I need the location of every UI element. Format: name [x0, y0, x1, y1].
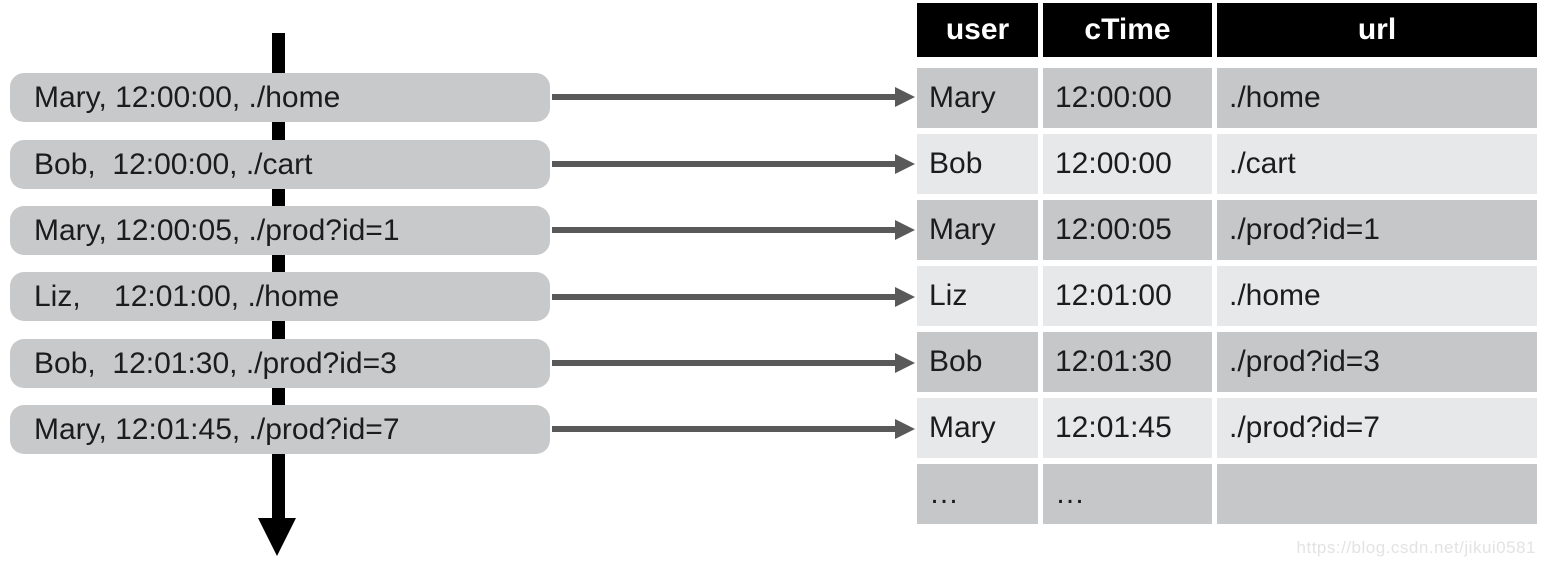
column-header-user: user — [917, 3, 1038, 57]
table-cell: … — [1043, 464, 1212, 524]
table-cell: 12:00:00 — [1043, 68, 1212, 128]
event-pill-label: Bob, 12:01:30, ./prod?id=3 — [34, 346, 397, 380]
table-cell: ./prod?id=7 — [1217, 398, 1537, 458]
arrow-right-icon — [552, 419, 915, 439]
timeline-arrowhead-icon — [258, 518, 296, 556]
table-cell: Mary — [917, 68, 1038, 128]
event-pill: Mary, 12:01:45, ./prod?id=7 — [10, 405, 550, 454]
event-pill-label: Mary, 12:00:00, ./home — [34, 80, 341, 114]
arrowhead-icon — [895, 87, 915, 107]
arrowhead-icon — [895, 154, 915, 174]
event-pill: Bob, 12:01:30, ./prod?id=3 — [10, 339, 550, 388]
arrowhead-icon — [895, 419, 915, 439]
table-cell: Bob — [917, 332, 1038, 392]
table-cell: Mary — [917, 398, 1038, 458]
arrow-right-icon — [552, 220, 915, 240]
event-pill-label: Liz, 12:01:00, ./home — [34, 279, 340, 313]
arrow-right-icon — [552, 353, 915, 373]
event-pill: Mary, 12:00:00, ./home — [10, 73, 550, 122]
arrow-line — [552, 227, 897, 233]
arrow-line — [552, 161, 897, 167]
events-table: user cTime url Mary 12:00:00 ./home Bob … — [917, 3, 1537, 524]
table-row: Bob 12:00:00 ./cart — [917, 134, 1537, 194]
column-header-url: url — [1217, 3, 1537, 57]
arrowhead-icon — [895, 287, 915, 307]
table-row: Mary 12:00:00 ./home — [917, 68, 1537, 128]
event-pill-label: Mary, 12:01:45, ./prod?id=7 — [34, 412, 400, 446]
table-row-ellipsis: … … — [917, 464, 1537, 524]
table-cell: ./cart — [1217, 134, 1537, 194]
arrow-right-icon — [552, 287, 915, 307]
table-row: Liz 12:01:00 ./home — [917, 266, 1537, 326]
table-cell: … — [917, 464, 1038, 524]
event-pill: Bob, 12:00:00, ./cart — [10, 140, 550, 189]
arrow-line — [552, 360, 897, 366]
arrow-line — [552, 294, 897, 300]
event-pill-label: Mary, 12:00:05, ./prod?id=1 — [34, 213, 400, 247]
table-cell: ./prod?id=1 — [1217, 200, 1537, 260]
table-row: Mary 12:00:05 ./prod?id=1 — [917, 200, 1537, 260]
table-cell: Mary — [917, 200, 1038, 260]
event-pill: Mary, 12:00:05, ./prod?id=1 — [10, 206, 550, 255]
table-cell: 12:00:00 — [1043, 134, 1212, 194]
arrow-right-icon — [552, 87, 915, 107]
table-cell: ./home — [1217, 266, 1537, 326]
table-cell: ./home — [1217, 68, 1537, 128]
table-cell — [1217, 464, 1537, 524]
table-cell: ./prod?id=3 — [1217, 332, 1537, 392]
arrowhead-icon — [895, 353, 915, 373]
table-cell: Bob — [917, 134, 1038, 194]
arrow-line — [552, 426, 897, 432]
event-pill: Liz, 12:01:00, ./home — [10, 272, 550, 321]
arrowhead-icon — [895, 220, 915, 240]
arrow-right-icon — [552, 154, 915, 174]
table-cell: Liz — [917, 266, 1038, 326]
table-header-row: user cTime url — [917, 3, 1537, 57]
column-header-ctime: cTime — [1043, 3, 1212, 57]
table-cell: 12:00:05 — [1043, 200, 1212, 260]
arrow-line — [552, 94, 897, 100]
table-cell: 12:01:45 — [1043, 398, 1212, 458]
event-pill-label: Bob, 12:00:00, ./cart — [34, 147, 313, 181]
table-row: Bob 12:01:30 ./prod?id=3 — [917, 332, 1537, 392]
watermark-url: https://blog.csdn.net/jikui0581 — [1296, 538, 1536, 557]
table-cell: 12:01:30 — [1043, 332, 1212, 392]
table-row: Mary 12:01:45 ./prod?id=7 — [917, 398, 1537, 458]
table-cell: 12:01:00 — [1043, 266, 1212, 326]
